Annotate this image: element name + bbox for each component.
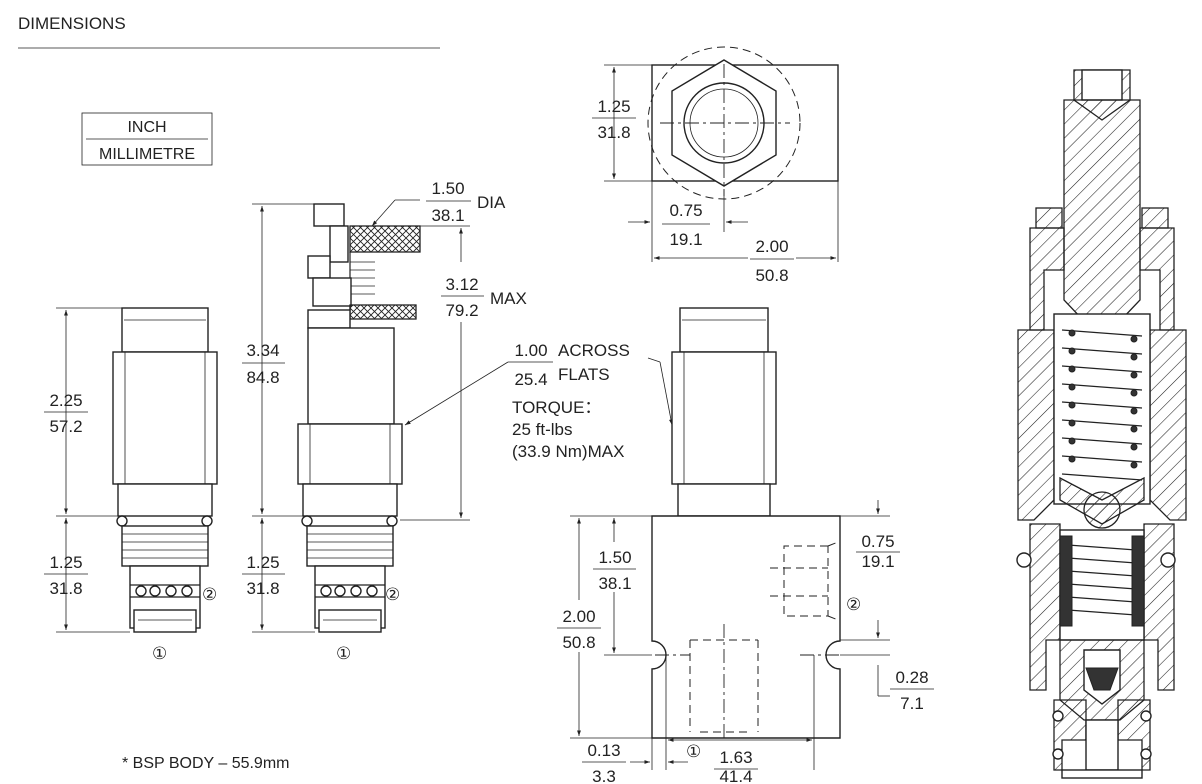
svg-text:2.25: 2.25 xyxy=(49,391,82,410)
svg-text:TORQUE：: TORQUE： xyxy=(512,398,601,417)
dim-top-offset: 0.75 19.1 xyxy=(628,181,748,262)
torque-note: TORQUE： 25 ft-lbs (33.9 Nm)MAX xyxy=(512,398,624,461)
svg-text:50.8: 50.8 xyxy=(562,633,595,652)
port-1-label: ① xyxy=(152,644,167,663)
svg-text:7.1: 7.1 xyxy=(900,694,924,713)
dim-knob-max: 3.12 79.2 MAX xyxy=(400,225,527,521)
dim-top-width: 2.00 50.8 xyxy=(654,181,839,285)
svg-text:2.00: 2.00 xyxy=(562,607,595,626)
block-port-2-label: ② xyxy=(846,595,861,614)
svg-text:31.8: 31.8 xyxy=(246,579,279,598)
unit-inch: INCH xyxy=(127,119,166,136)
svg-text:3.3: 3.3 xyxy=(592,767,616,784)
dim-left-body: 2.25 57.2 xyxy=(44,307,122,517)
svg-text:1.50: 1.50 xyxy=(598,548,631,567)
dim-top-height: 1.25 31.8 xyxy=(592,64,652,182)
svg-text:1.63: 1.63 xyxy=(719,748,752,767)
svg-text:FLATS: FLATS xyxy=(558,365,610,384)
cartridge-with-knob-view xyxy=(297,203,421,633)
svg-text:1.25: 1.25 xyxy=(597,97,630,116)
svg-text:(33.9 Nm)MAX: (33.9 Nm)MAX xyxy=(512,442,624,461)
svg-text:0.75: 0.75 xyxy=(669,201,702,220)
knob-port-1-label: ① xyxy=(336,644,351,663)
svg-text:84.8: 84.8 xyxy=(246,368,279,387)
dim-block-port2-offset: 0.75 19.1 xyxy=(840,500,900,641)
dim-left-lower: 1.25 31.8 xyxy=(44,518,130,633)
svg-text:57.2: 57.2 xyxy=(49,417,82,436)
svg-text:3.34: 3.34 xyxy=(246,341,279,360)
cartridge-side-view xyxy=(112,307,218,633)
svg-text:DIA: DIA xyxy=(477,193,506,212)
svg-text:31.8: 31.8 xyxy=(49,579,82,598)
unit-mm: MILLIMETRE xyxy=(99,146,195,163)
top-view xyxy=(647,46,839,200)
cartridge-section-view xyxy=(1016,69,1187,779)
unit-legend: INCH MILLIMETRE xyxy=(81,112,213,166)
across-flats-callout: 1.00 25.4 ACROSS FLATS xyxy=(404,341,673,426)
svg-text:31.8: 31.8 xyxy=(597,123,630,142)
svg-text:19.1: 19.1 xyxy=(861,552,894,571)
svg-text:2.00: 2.00 xyxy=(755,237,788,256)
dim-block-hole-span: 1.63 41.4 xyxy=(668,655,815,784)
svg-text:MAX: MAX xyxy=(490,289,527,308)
svg-text:25 ft-lbs: 25 ft-lbs xyxy=(512,420,572,439)
svg-text:3.12: 3.12 xyxy=(445,275,478,294)
svg-text:25.4: 25.4 xyxy=(514,370,547,389)
bsp-body-note: * BSP BODY – 55.9mm xyxy=(122,755,289,772)
svg-text:1.25: 1.25 xyxy=(49,553,82,572)
svg-text:ACROSS: ACROSS xyxy=(558,341,630,360)
dim-knob-lower: 1.25 31.8 xyxy=(242,518,315,633)
block-port-1-label: ① xyxy=(686,742,701,761)
svg-text:1.25: 1.25 xyxy=(246,553,279,572)
dim-block-height: 2.00 50.8 xyxy=(556,515,652,739)
dim-knob-dia: 1.50 38.1 DIA xyxy=(371,179,506,227)
knob-port-2-label: ② xyxy=(385,585,400,604)
svg-text:0.28: 0.28 xyxy=(895,668,928,687)
svg-text:38.1: 38.1 xyxy=(431,206,464,225)
dim-block-hole-offset: 0.28 7.1 xyxy=(840,654,934,713)
port-2-label: ② xyxy=(202,585,217,604)
dim-block-hole-edge: 0.13 3.3 xyxy=(582,655,688,784)
page-title: DIMENSIONS xyxy=(18,14,126,33)
svg-text:38.1: 38.1 xyxy=(598,574,631,593)
svg-text:19.1: 19.1 xyxy=(669,230,702,249)
svg-text:0.75: 0.75 xyxy=(861,532,894,551)
dim-knob-overall: 3.34 84.8 xyxy=(242,203,314,517)
svg-text:0.13: 0.13 xyxy=(587,741,620,760)
svg-text:41.4: 41.4 xyxy=(719,767,752,784)
svg-text:79.2: 79.2 xyxy=(445,301,478,320)
svg-text:1.00: 1.00 xyxy=(514,341,547,360)
cartridge-in-block-view xyxy=(651,307,841,742)
dim-block-port-height: 1.50 38.1 xyxy=(592,515,652,656)
svg-text:1.50: 1.50 xyxy=(431,179,464,198)
svg-text:50.8: 50.8 xyxy=(755,266,788,285)
